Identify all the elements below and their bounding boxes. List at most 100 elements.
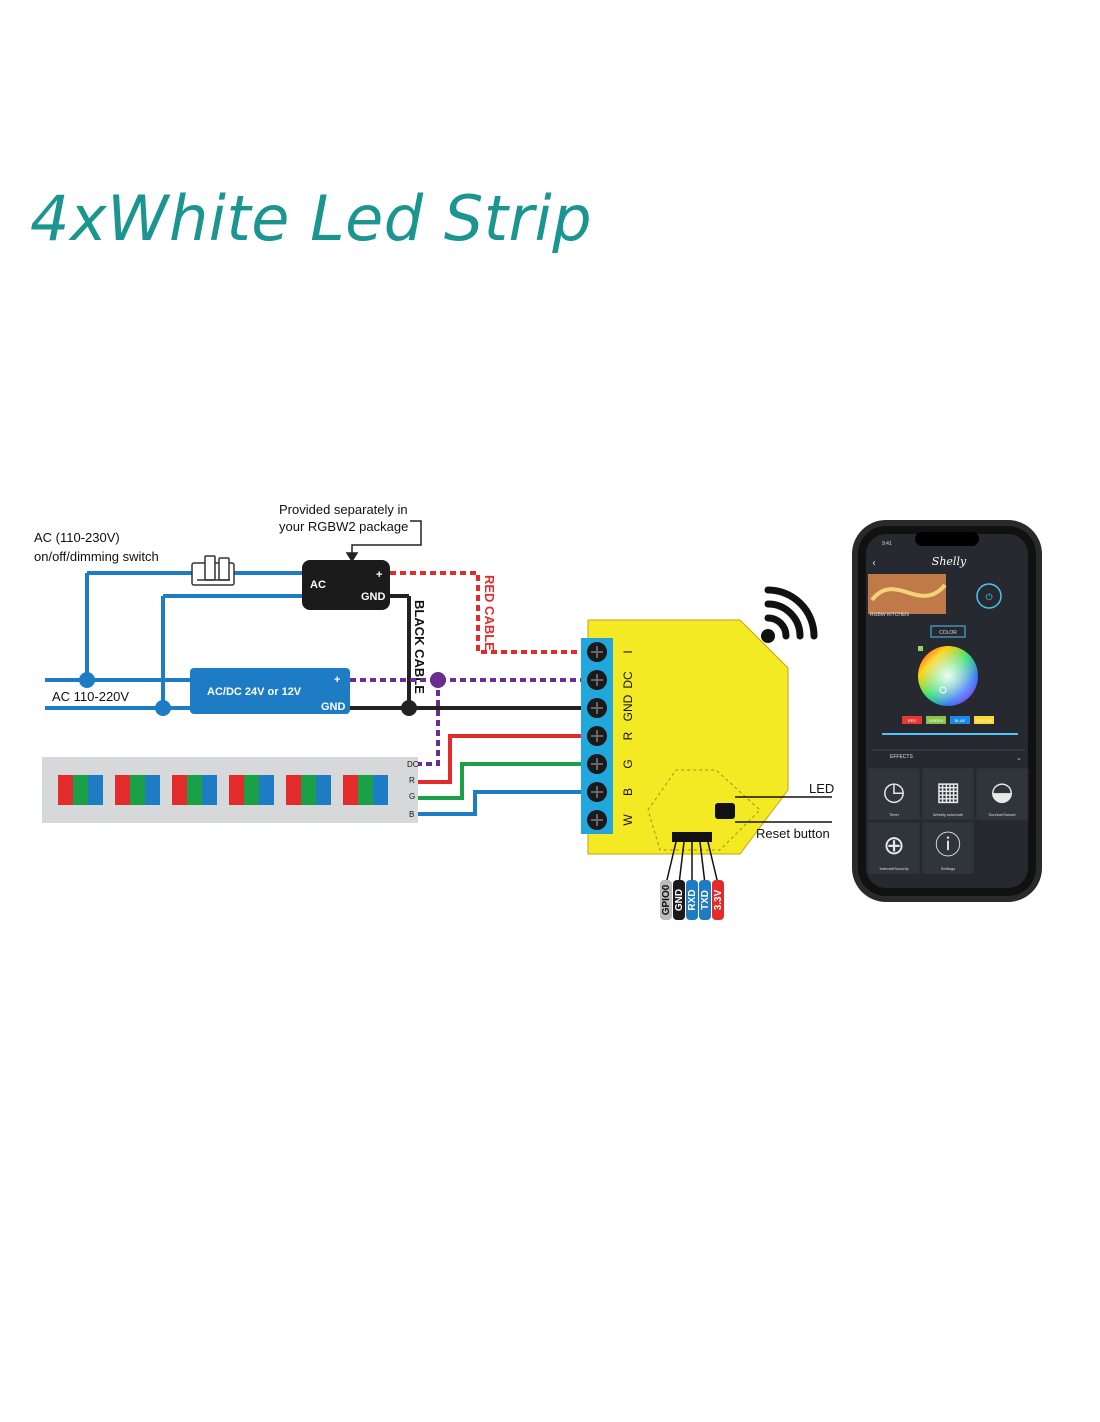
led-cell <box>172 775 187 805</box>
color-chip-label: GREEN <box>929 718 943 723</box>
color-chip-label: RED <box>908 718 917 723</box>
junction-dot <box>155 700 171 716</box>
led-cell <box>145 775 160 805</box>
led-label: LED <box>809 781 834 796</box>
dc-purple-wires <box>350 678 586 766</box>
pin-gnd <box>673 880 685 920</box>
tile-label: Settings <box>941 866 955 871</box>
led-cell <box>301 775 316 805</box>
smartphone: 9:41 Shelly ‹ RGBW KITCHEN ⏻ COLOR RED GR… <box>852 520 1042 902</box>
back-icon[interactable]: ‹ <box>872 558 876 569</box>
tile-icon: ⓘ <box>935 831 961 861</box>
led-indicator <box>715 803 735 819</box>
led-cell <box>286 775 301 805</box>
app-tile[interactable] <box>867 767 921 821</box>
tile-icon: ◷ <box>883 777 906 807</box>
power-icon: ⏻ <box>985 592 992 603</box>
pin-label: 3.3V <box>713 889 724 910</box>
wifi-icon <box>761 586 818 643</box>
mode-label: COLOR <box>939 630 957 636</box>
color-chip[interactable] <box>950 716 970 724</box>
psu-gnd-label: GND <box>321 701 346 713</box>
tile-label: Sunrise/Sunset <box>988 812 1016 817</box>
color-chip[interactable] <box>974 716 994 724</box>
pin-label: TXD <box>700 890 711 910</box>
strip-g-label: G <box>409 792 415 801</box>
provided-label-line2: your RGBW2 package <box>279 519 408 534</box>
led-cell <box>73 775 88 805</box>
mains-label: AC 110-220V <box>52 689 129 704</box>
led-cell <box>358 775 373 805</box>
terminal-label: W <box>621 814 635 826</box>
mode-button[interactable] <box>930 625 966 638</box>
pin-label: GND <box>674 889 685 911</box>
pin-label: GPIO0 <box>661 884 672 915</box>
red-cable <box>390 571 586 654</box>
tile-icon: ⊕ <box>883 831 905 861</box>
tile-label: Timer <box>889 812 900 817</box>
pin-gpio0 <box>660 880 672 920</box>
app-tile[interactable] <box>867 821 921 875</box>
led-cell <box>259 775 274 805</box>
red-cable-label: RED CABLE <box>482 575 497 651</box>
psu: AC/DC 24V or 12V + GND <box>190 668 350 714</box>
mains-wires <box>45 571 302 710</box>
terminal-label: B <box>621 788 635 796</box>
junction-dot <box>79 672 95 688</box>
pin-rxd <box>686 880 698 920</box>
strip-r-label: R <box>409 776 415 785</box>
app-tile[interactable] <box>921 821 975 875</box>
app-brand: Shelly <box>932 555 967 568</box>
strip-b-label: B <box>409 810 414 819</box>
color-chip-label: YELLOW <box>976 718 993 723</box>
led-cell <box>343 775 358 805</box>
phone-time: 9:41 <box>882 541 892 547</box>
tile-label: Weekly schedule <box>933 812 964 817</box>
led-cell <box>58 775 73 805</box>
rgb-wires <box>418 734 586 816</box>
psu-label: AC/DC 24V or 12V <box>207 686 302 698</box>
app-tile[interactable] <box>975 767 1029 821</box>
led-cell <box>115 775 130 805</box>
led-cell <box>187 775 202 805</box>
app-tile[interactable] <box>921 767 975 821</box>
ac-adapter: AC + GND <box>302 560 390 610</box>
terminal-label: GND <box>621 694 635 721</box>
tile-icon: ◒ <box>991 777 1014 807</box>
tile-icon: ▦ <box>936 777 961 807</box>
pin-33v <box>712 880 724 920</box>
ac-switch-label-line2: on/off/dimming switch <box>34 549 159 564</box>
app-device-name: RGBW KITCHEN <box>870 612 909 618</box>
power-button[interactable] <box>976 583 1002 609</box>
junction-dot <box>430 672 446 688</box>
provided-bracket <box>345 520 422 563</box>
led-cell <box>229 775 244 805</box>
black-cable-label: BLACK CABLE <box>412 600 427 694</box>
adapter-gnd-label: GND <box>361 591 386 603</box>
strip-dc-label: DC <box>407 760 419 769</box>
brightness-slider[interactable] <box>882 733 1018 735</box>
pin-label: RXD <box>687 889 698 910</box>
ac-switch-label: AC (110-230V) <box>34 530 120 545</box>
dimmer-switch-icon <box>191 555 235 586</box>
led-cell <box>130 775 145 805</box>
led-cell <box>244 775 259 805</box>
junction-dot <box>401 700 417 716</box>
tile-label: Internet/Security <box>879 866 908 871</box>
page-title: 4xWhite Led Strip <box>30 182 593 255</box>
color-chip[interactable] <box>902 716 922 724</box>
effects-label: EFFECTS <box>890 754 913 760</box>
led-cell <box>373 775 388 805</box>
adapter-ac-label: AC <box>310 579 326 591</box>
adapter-plus-label: + <box>376 569 382 581</box>
terminal-label: I <box>621 650 635 653</box>
led-cell <box>202 775 217 805</box>
terminal-label: R <box>621 731 635 740</box>
gnd-wires <box>350 594 586 710</box>
color-chip[interactable] <box>926 716 946 724</box>
led-strip: DC R G B <box>42 757 419 823</box>
chevron-down-icon[interactable]: ⌄ <box>1016 754 1022 762</box>
